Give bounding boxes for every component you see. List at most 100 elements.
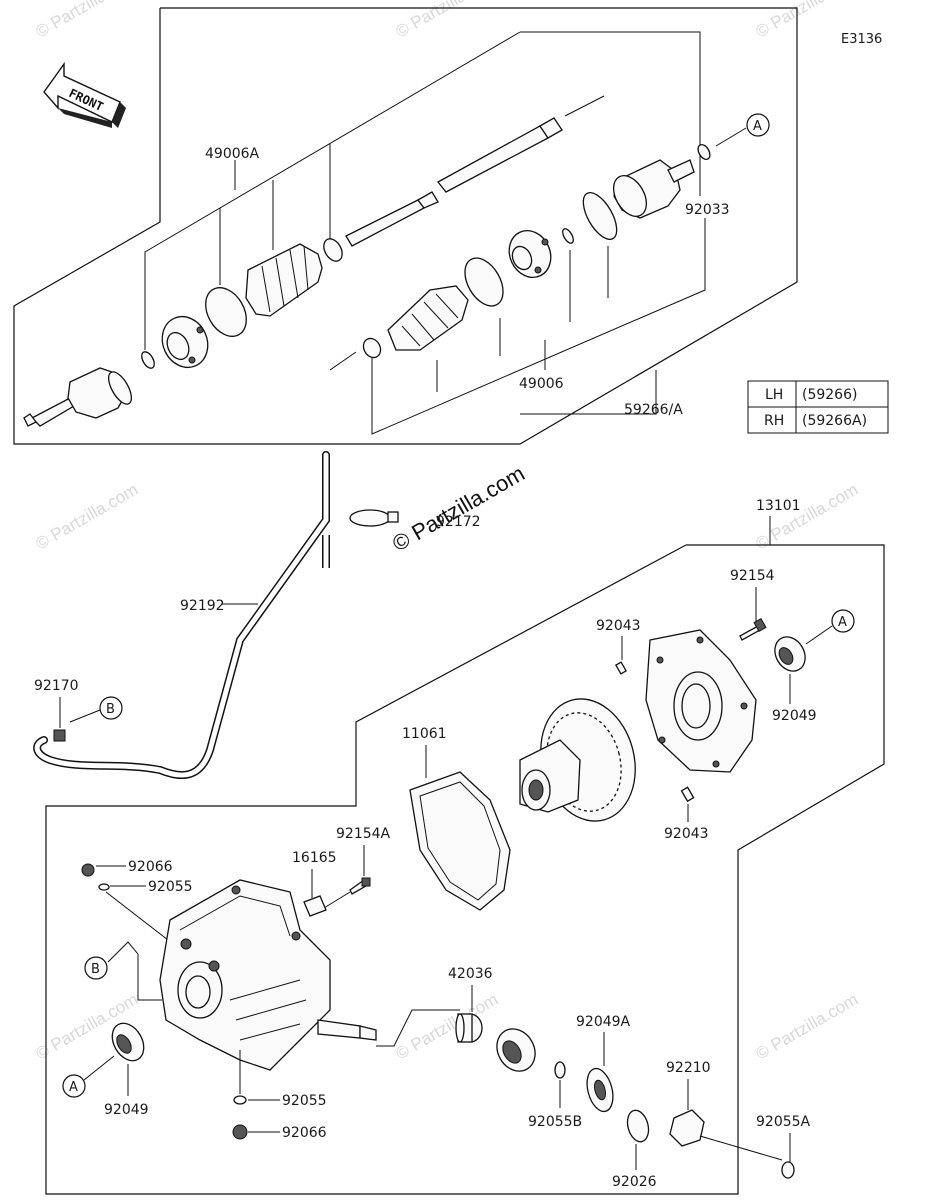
leader xyxy=(805,625,833,645)
part-label-92026: 92026 xyxy=(612,1174,657,1190)
part-label-92066-bottom: 92066 xyxy=(282,1125,327,1141)
housing-cover xyxy=(645,629,757,773)
leader xyxy=(376,1009,460,1047)
outer-cv-joint-right xyxy=(612,159,695,219)
dowel-pin-top xyxy=(615,661,627,675)
bolt-92154A xyxy=(349,877,371,895)
part-label-92049-right: 92049 xyxy=(772,708,817,724)
gasket-11061 xyxy=(409,771,511,911)
boot-49006A xyxy=(245,243,323,317)
small-band-left xyxy=(323,238,343,262)
boot-band-right xyxy=(464,257,504,307)
variant-table: LH (59266) RH (59266A) xyxy=(747,380,889,434)
part-label-92055-top: 92055 xyxy=(148,879,193,895)
circlip-92033 xyxy=(697,143,711,161)
watermark: © Partzilla.com xyxy=(753,990,862,1064)
center-watermark: © Partzilla.com xyxy=(388,461,529,557)
variant-side: LH xyxy=(765,387,783,403)
bearing xyxy=(496,1028,536,1072)
leader xyxy=(520,31,701,196)
o-ring-92055B xyxy=(554,1061,566,1079)
leader xyxy=(107,941,162,1001)
watermark: © Partzilla.com xyxy=(753,480,862,554)
diagram-code: E3136 xyxy=(841,32,882,47)
small-band-right xyxy=(362,337,382,359)
outer-cv-joint-left xyxy=(23,367,133,427)
collar-42036 xyxy=(455,1013,483,1043)
oil-seal-92049A xyxy=(586,1067,614,1113)
hose-fitting-92170 xyxy=(53,729,66,742)
leader xyxy=(69,709,101,723)
part-label-92049A: 92049A xyxy=(576,1014,631,1030)
part-label-92066-top: 92066 xyxy=(128,859,173,875)
part-label-92043-top: 92043 xyxy=(596,618,641,634)
plug-92066-bottom xyxy=(232,1124,248,1140)
leader xyxy=(105,891,169,941)
variant-part: (59266) xyxy=(802,387,857,403)
part-label-92170: 92170 xyxy=(34,678,79,694)
plug-92066-top xyxy=(81,863,95,877)
part-label-11061: 11061 xyxy=(402,726,447,742)
shaft-assembly-frame xyxy=(13,7,798,445)
watermark: © Partzilla.com xyxy=(33,0,142,41)
part-label-42036: 42036 xyxy=(448,966,493,982)
dowel-pin-bottom xyxy=(680,786,695,803)
leader xyxy=(323,891,351,909)
callout-a-top xyxy=(746,113,770,137)
callout-a-label: A xyxy=(838,615,847,630)
inner-race-right xyxy=(508,230,552,278)
part-label-92043-bottom: 92043 xyxy=(664,826,709,842)
part-label-92192: 92192 xyxy=(180,598,225,614)
leader xyxy=(520,370,657,415)
front-arrow-icon: FRONT xyxy=(43,61,126,128)
breather-hose-92192 xyxy=(33,451,330,780)
spacer-92026 xyxy=(626,1109,650,1143)
watermark: © Partzilla.com xyxy=(393,0,502,41)
part-label-92210: 92210 xyxy=(666,1060,711,1076)
leader xyxy=(715,127,747,147)
part-label-92154A: 92154A xyxy=(336,826,391,842)
callout-a-label: A xyxy=(753,119,762,134)
snap-ring xyxy=(582,192,618,240)
oil-seal-92049-right xyxy=(774,636,806,672)
pinion-shaft xyxy=(317,1019,377,1041)
callout-a-label: A xyxy=(69,1080,78,1095)
callout-a-left xyxy=(62,1074,86,1098)
watermark: © Partzilla.com xyxy=(393,990,502,1064)
oil-seal-92049-left xyxy=(111,1022,145,1062)
part-label-59266A: 59266/A xyxy=(624,402,683,418)
boot-band-left xyxy=(205,287,247,337)
boot-49006 xyxy=(387,285,469,351)
differential-housing xyxy=(159,879,331,1071)
drive-shaft xyxy=(329,95,605,371)
variant-side: RH xyxy=(764,413,784,429)
leader xyxy=(699,1135,783,1161)
callout-b-left xyxy=(84,956,108,980)
callout-b-label: B xyxy=(91,962,100,977)
part-label-92049-left: 92049 xyxy=(104,1102,149,1118)
part-label-16165: 16165 xyxy=(292,850,337,866)
part-label-13101: 13101 xyxy=(756,498,801,514)
circlip-right xyxy=(562,228,574,244)
part-label-92055-bottom: 92055 xyxy=(282,1093,327,1109)
part-label-92172: 92172 xyxy=(436,514,481,530)
leader xyxy=(83,1055,115,1081)
bolt-92154 xyxy=(739,617,767,641)
bracket-16165 xyxy=(303,895,327,917)
circlip-left xyxy=(141,351,155,369)
part-label-92033: 92033 xyxy=(685,202,730,218)
variant-part: (59266A) xyxy=(802,413,867,429)
hose-clamp-92172 xyxy=(349,509,399,527)
part-label-92154: 92154 xyxy=(730,568,775,584)
part-label-92055A: 92055A xyxy=(756,1114,811,1130)
differential-assembly-frame xyxy=(45,544,885,1195)
watermark: © Partzilla.com xyxy=(33,480,142,554)
inner-race-left xyxy=(161,316,209,368)
part-label-92055B: 92055B xyxy=(528,1114,582,1130)
watermarks: © Partzilla.com © Partzilla.com © Partzi… xyxy=(33,0,862,1063)
nut-92210 xyxy=(669,1109,705,1147)
callout-a-right xyxy=(831,609,855,633)
gasket-92055-bottom xyxy=(233,1095,247,1105)
leader xyxy=(144,31,521,350)
